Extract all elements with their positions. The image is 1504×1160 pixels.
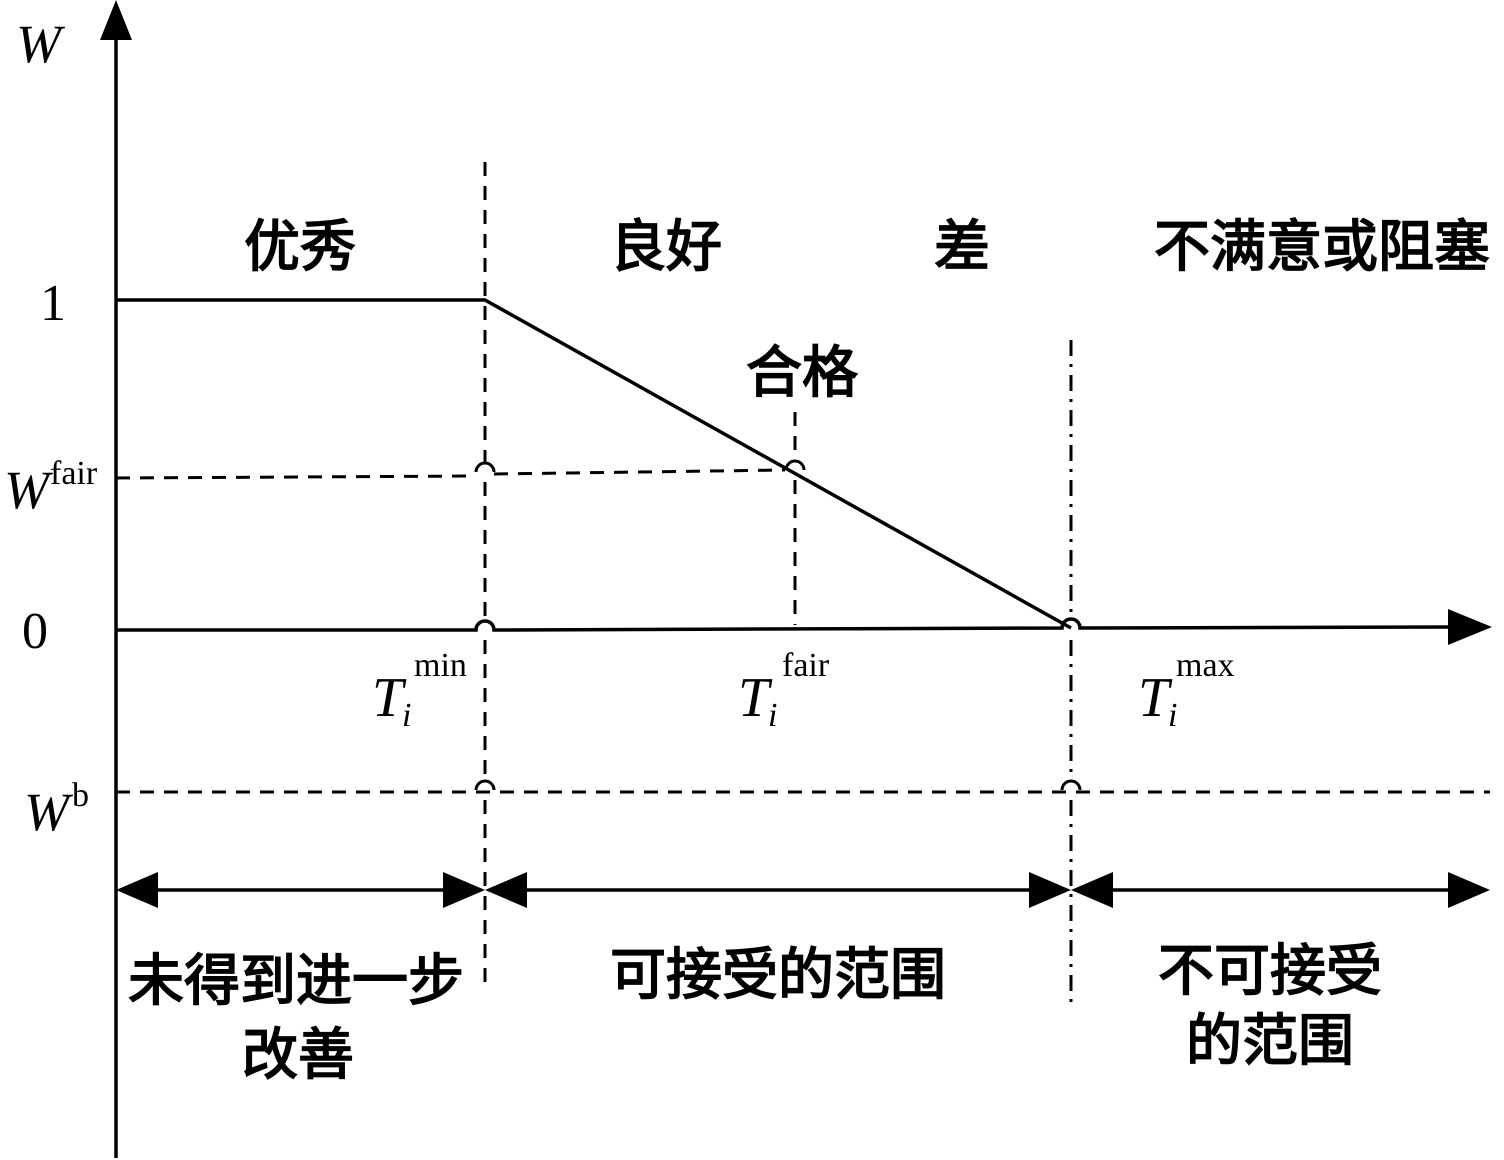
w-fair-label-sup: fair: [50, 455, 98, 492]
t-fair-hop: [784, 459, 806, 471]
range-unacceptable-line1: 不可接受: [1158, 939, 1382, 1004]
range-no-improvement-line1: 未得到进一步: [128, 949, 464, 1014]
zone-good: 良好: [610, 215, 722, 280]
range-arrowhead: [443, 872, 485, 908]
t-fair-label-sup: fair: [782, 647, 830, 684]
w-fair-label-base: W: [4, 460, 54, 520]
x-axis: [116, 617, 1461, 632]
zone-qualified: 合格: [746, 341, 859, 406]
range-acceptable: 可接受的范围: [610, 943, 946, 1008]
range-arrowhead: [1071, 872, 1113, 908]
t-min-label-sup: min: [414, 647, 467, 684]
range-no-improvement-line2: 改善: [242, 1023, 354, 1088]
tick-one: 1: [40, 275, 66, 332]
t-max-label-sub: i: [1168, 697, 1177, 734]
weight-curve: [116, 298, 1072, 630]
w-fair-line-right: [493, 468, 786, 476]
w-b-label-sup: b: [72, 777, 89, 814]
range-arrowhead: [1448, 872, 1490, 908]
w-fair-line-left: [115, 474, 477, 480]
zone-poor: 差: [934, 215, 990, 280]
y-axis-label: W: [16, 14, 66, 74]
range-arrowhead: [116, 872, 158, 908]
y-axis-arrow: [100, 0, 132, 40]
x-axis-arrow: [1448, 609, 1492, 645]
zone-excellent: 优秀: [244, 215, 356, 280]
t-min-label-base: T: [372, 667, 407, 729]
t-max-label-base: T: [1138, 667, 1173, 729]
t-fair-label-sub: i: [768, 697, 777, 734]
w-b-label-base: W: [24, 782, 74, 842]
t-min-hop-b: [474, 779, 496, 791]
tick-zero: 0: [22, 603, 48, 660]
t-min-label-sub: i: [402, 697, 411, 734]
range-arrowhead: [1029, 872, 1071, 908]
zone-blocked: 不满意或阻塞: [1154, 215, 1490, 280]
t-max-hop-b: [1060, 779, 1082, 791]
t-max-label-sup: max: [1176, 647, 1235, 684]
t-fair-label-base: T: [738, 667, 773, 729]
range-arrowhead: [485, 872, 527, 908]
range-unacceptable-line2: 的范围: [1186, 1009, 1354, 1074]
t-min-hop-fair: [474, 461, 496, 473]
